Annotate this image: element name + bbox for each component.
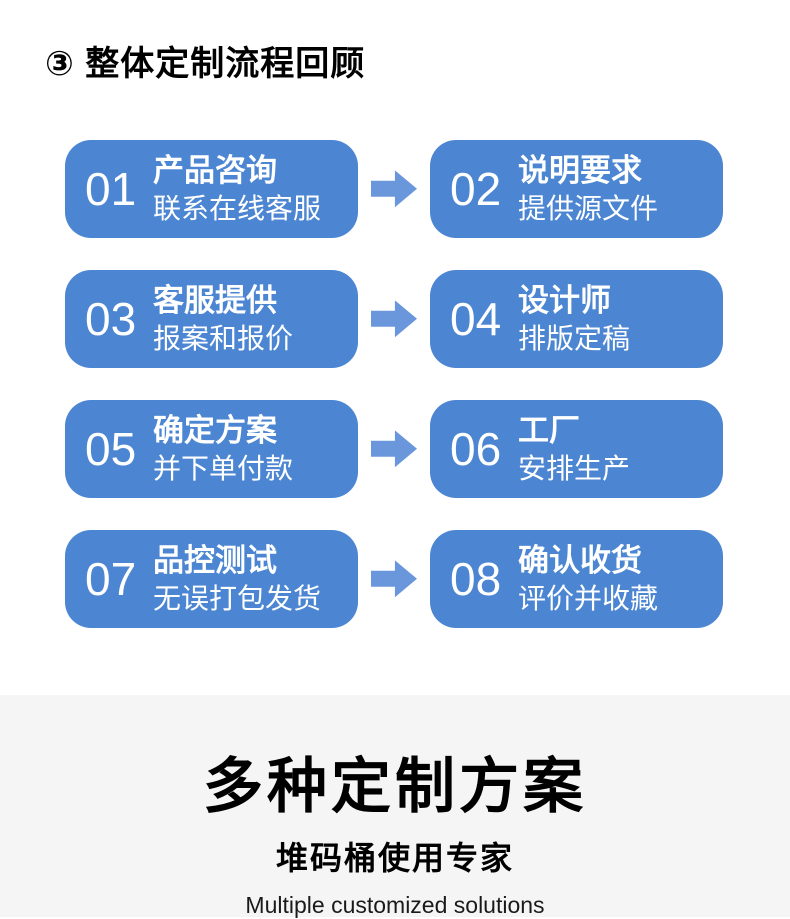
step-text: 确定方案 并下单付款: [153, 412, 293, 485]
step-text: 工厂 安排生产: [518, 412, 630, 485]
flow-row-2: 03 客服提供 报案和报价 04 设计师 排版定稿: [65, 269, 790, 368]
flow-step-06: 06 工厂 安排生产: [430, 399, 723, 498]
step-number: 08: [450, 552, 502, 605]
step-title: 产品咨询: [153, 153, 277, 189]
step-number: 03: [85, 292, 137, 345]
step-title: 设计师: [518, 283, 611, 319]
footer-headline: 多种定制方案: [203, 753, 587, 820]
process-flow: 01 产品咨询 联系在线客服 02 说明要求 提供源文件 03: [65, 139, 790, 660]
step-number: 02: [450, 162, 502, 215]
step-title: 确定方案: [153, 413, 277, 449]
arrow-cell: [358, 299, 430, 339]
step-subtitle: 无误打包发货: [153, 582, 322, 614]
step-subtitle: 排版定稿: [518, 322, 631, 354]
flow-step-07: 07 品控测试 无误打包发货: [65, 529, 358, 628]
step-subtitle: 报案和报价: [153, 322, 294, 354]
arrow-right-icon: [371, 430, 417, 468]
flow-step-03: 03 客服提供 报案和报价: [65, 269, 358, 368]
step-subtitle: 评价并收藏: [518, 582, 659, 614]
step-text: 客服提供 报案和报价: [153, 282, 293, 355]
step-title: 确认收货: [518, 543, 642, 579]
flow-step-08: 08 确认收货 评价并收藏: [430, 529, 723, 628]
step-subtitle: 联系在线客服: [153, 192, 322, 224]
step-title: 工厂: [518, 413, 580, 449]
flow-step-01: 01 产品咨询 联系在线客服: [65, 139, 358, 238]
footer-banner: 多种定制方案 堆码桶使用专家 Multiple customized solut…: [0, 695, 790, 918]
arrow-right-icon: [371, 300, 417, 338]
step-text: 确认收货 评价并收藏: [518, 542, 658, 615]
step-title: 说明要求: [518, 153, 642, 189]
arrow-cell: [358, 429, 430, 469]
flow-row-1: 01 产品咨询 联系在线客服 02 说明要求 提供源文件: [65, 139, 790, 238]
flow-row-4: 07 品控测试 无误打包发货 08 确认收货 评价并收藏: [65, 529, 790, 628]
flow-step-04: 04 设计师 排版定稿: [430, 269, 723, 368]
flow-step-02: 02 说明要求 提供源文件: [430, 139, 723, 238]
arrow-right-icon: [371, 170, 417, 208]
step-subtitle: 提供源文件: [518, 192, 659, 224]
step-number: 06: [450, 422, 502, 475]
step-number: 04: [450, 292, 502, 345]
step-subtitle: 安排生产: [518, 452, 631, 484]
flow-step-05: 05 确定方案 并下单付款: [65, 399, 358, 498]
footer-tagline: Multiple customized solutions: [245, 892, 545, 918]
step-number: 05: [85, 422, 137, 475]
step-number: 01: [85, 162, 137, 215]
step-text: 品控测试 无误打包发货: [153, 542, 321, 615]
step-number: 07: [85, 552, 137, 605]
step-text: 产品咨询 联系在线客服: [153, 152, 321, 225]
step-text: 说明要求 提供源文件: [518, 152, 658, 225]
arrow-right-icon: [371, 560, 417, 598]
footer-subheadline: 堆码桶使用专家: [275, 840, 514, 876]
arrow-cell: [358, 559, 430, 599]
flow-row-3: 05 确定方案 并下单付款 06 工厂 安排生产: [65, 399, 790, 498]
step-text: 设计师 排版定稿: [518, 282, 630, 355]
step-title: 品控测试: [153, 543, 277, 579]
arrow-cell: [358, 169, 430, 209]
step-subtitle: 并下单付款: [153, 452, 294, 484]
section-title: ③ 整体定制流程回顾: [45, 45, 366, 83]
step-title: 客服提供: [153, 283, 277, 319]
